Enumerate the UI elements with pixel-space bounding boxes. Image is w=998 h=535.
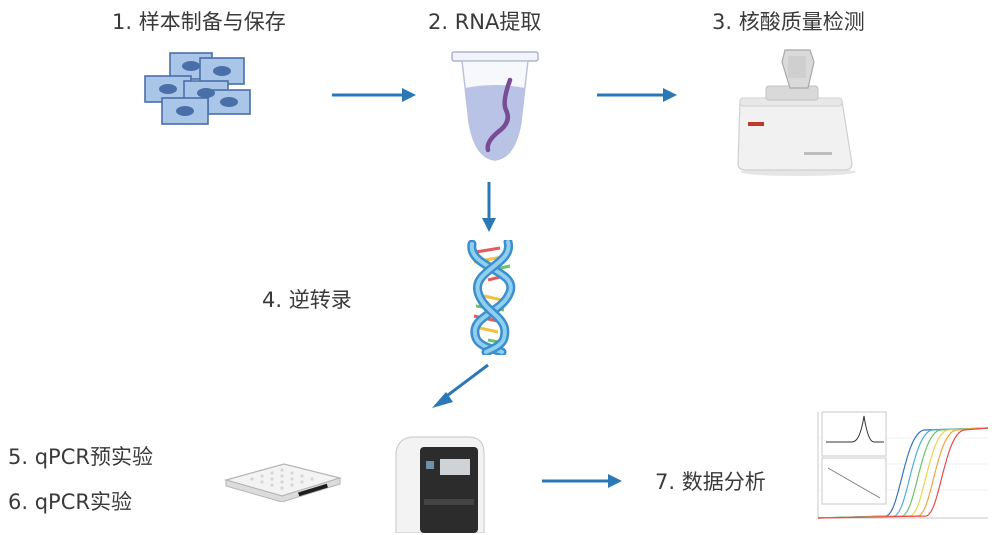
spectrophotometer-icon: [737, 49, 856, 176]
step-5-label: 5. qPCR预实验: [8, 445, 153, 469]
step-1-label: 1. 样本制备与保存: [112, 10, 286, 34]
arrow-1-to-2: [332, 88, 416, 102]
amplification-chart-icon: [800, 408, 990, 530]
step-7-label: 7. 数据分析: [655, 470, 766, 494]
step-4-label: 4. 逆转录: [262, 288, 352, 312]
arrow-2-to-3: [597, 88, 677, 102]
qpcr-instrument-icon: [395, 436, 485, 533]
step-2-label: 2. RNA提取: [428, 10, 542, 34]
dna-helix-icon: [467, 240, 516, 355]
arrow-4-to-5: [432, 363, 489, 408]
arrow-2-to-4: [482, 182, 496, 232]
cells-icon: [144, 52, 251, 125]
pcr-plate-icon: [223, 463, 343, 502]
arrow-6-to-7: [542, 474, 622, 488]
microtube-icon: [451, 51, 539, 161]
step-3-label: 3. 核酸质量检测: [712, 10, 865, 34]
step-6-label: 6. qPCR实验: [8, 490, 132, 514]
